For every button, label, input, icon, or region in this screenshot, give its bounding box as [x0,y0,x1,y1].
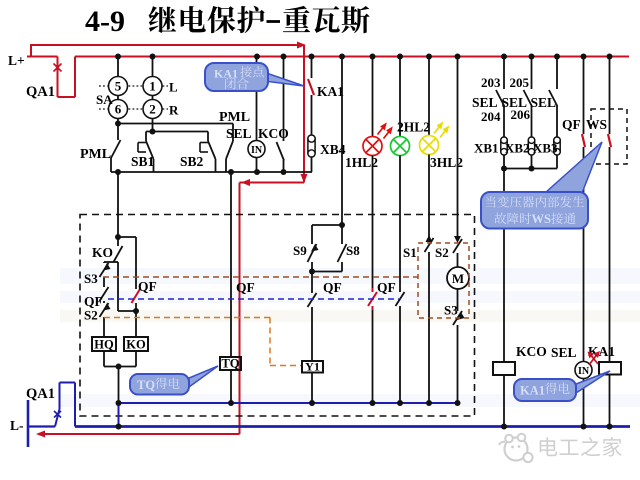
svg-text:L+: L+ [8,53,25,68]
svg-text:KA1: KA1 [214,67,238,81]
svg-text:TQ: TQ [137,378,155,392]
svg-text:KO: KO [92,245,113,260]
svg-text:4-9: 4-9 [85,5,125,38]
svg-text:SEL: SEL [472,95,498,110]
svg-text:XB2: XB2 [505,141,530,156]
svg-text:HQ: HQ [94,338,114,352]
svg-text:KA1: KA1 [520,384,545,398]
svg-text:203: 203 [481,75,501,90]
svg-text:KCO: KCO [516,344,547,359]
svg-text:R: R [169,103,179,118]
svg-text:WS: WS [532,212,552,226]
svg-text:SEL: SEL [551,345,577,360]
svg-text:QF: QF [84,294,103,309]
svg-text:KO: KO [126,338,146,352]
svg-text:PML: PML [80,147,111,162]
svg-text:Y1: Y1 [305,360,320,374]
svg-text:QA1: QA1 [26,386,55,402]
svg-text:1HL2: 1HL2 [345,155,378,170]
svg-text:XB1: XB1 [474,141,499,156]
svg-text:L-: L- [10,418,24,433]
svg-text:QF: QF [323,280,342,295]
svg-text:206: 206 [511,107,531,122]
svg-text:SEL: SEL [226,126,252,141]
svg-text:205: 205 [510,75,530,90]
svg-text:S9: S9 [293,243,307,258]
svg-text:KA1: KA1 [317,84,344,99]
svg-text:KCO: KCO [258,126,289,141]
svg-text:204: 204 [481,109,501,124]
svg-text:S2: S2 [84,308,98,323]
svg-text:M: M [452,271,464,286]
svg-text:S3: S3 [84,271,98,286]
svg-text:SEL: SEL [502,95,528,110]
svg-text:L: L [169,80,178,95]
svg-text:QF: QF [562,117,581,132]
svg-text:QF: QF [377,280,396,295]
svg-text:KA1: KA1 [588,344,615,359]
svg-text:IN: IN [251,145,263,156]
svg-text:5: 5 [115,79,122,94]
svg-text:S1: S1 [403,245,417,260]
svg-text:S3: S3 [444,303,458,318]
svg-text:2HL2: 2HL2 [397,120,430,135]
svg-text:SEL: SEL [531,95,557,110]
svg-text:QF: QF [236,280,255,295]
svg-text:S2: S2 [435,245,449,260]
svg-text:QA1: QA1 [26,84,55,100]
svg-text:WS: WS [586,117,607,132]
svg-text:SB2: SB2 [180,154,204,169]
svg-text:S8: S8 [346,243,360,258]
svg-text:3HL2: 3HL2 [430,155,463,170]
svg-text:IN: IN [578,366,590,377]
svg-text:PML: PML [219,110,250,125]
svg-text:XB4: XB4 [320,142,346,157]
svg-text:TQ: TQ [221,357,239,371]
svg-text:1: 1 [149,79,156,94]
svg-text:SB1: SB1 [131,154,155,169]
svg-text:SA: SA [96,92,113,107]
svg-text:6: 6 [115,102,122,117]
svg-text:2: 2 [149,102,156,117]
svg-text:QF: QF [138,279,157,294]
svg-text:XB3: XB3 [533,141,558,156]
